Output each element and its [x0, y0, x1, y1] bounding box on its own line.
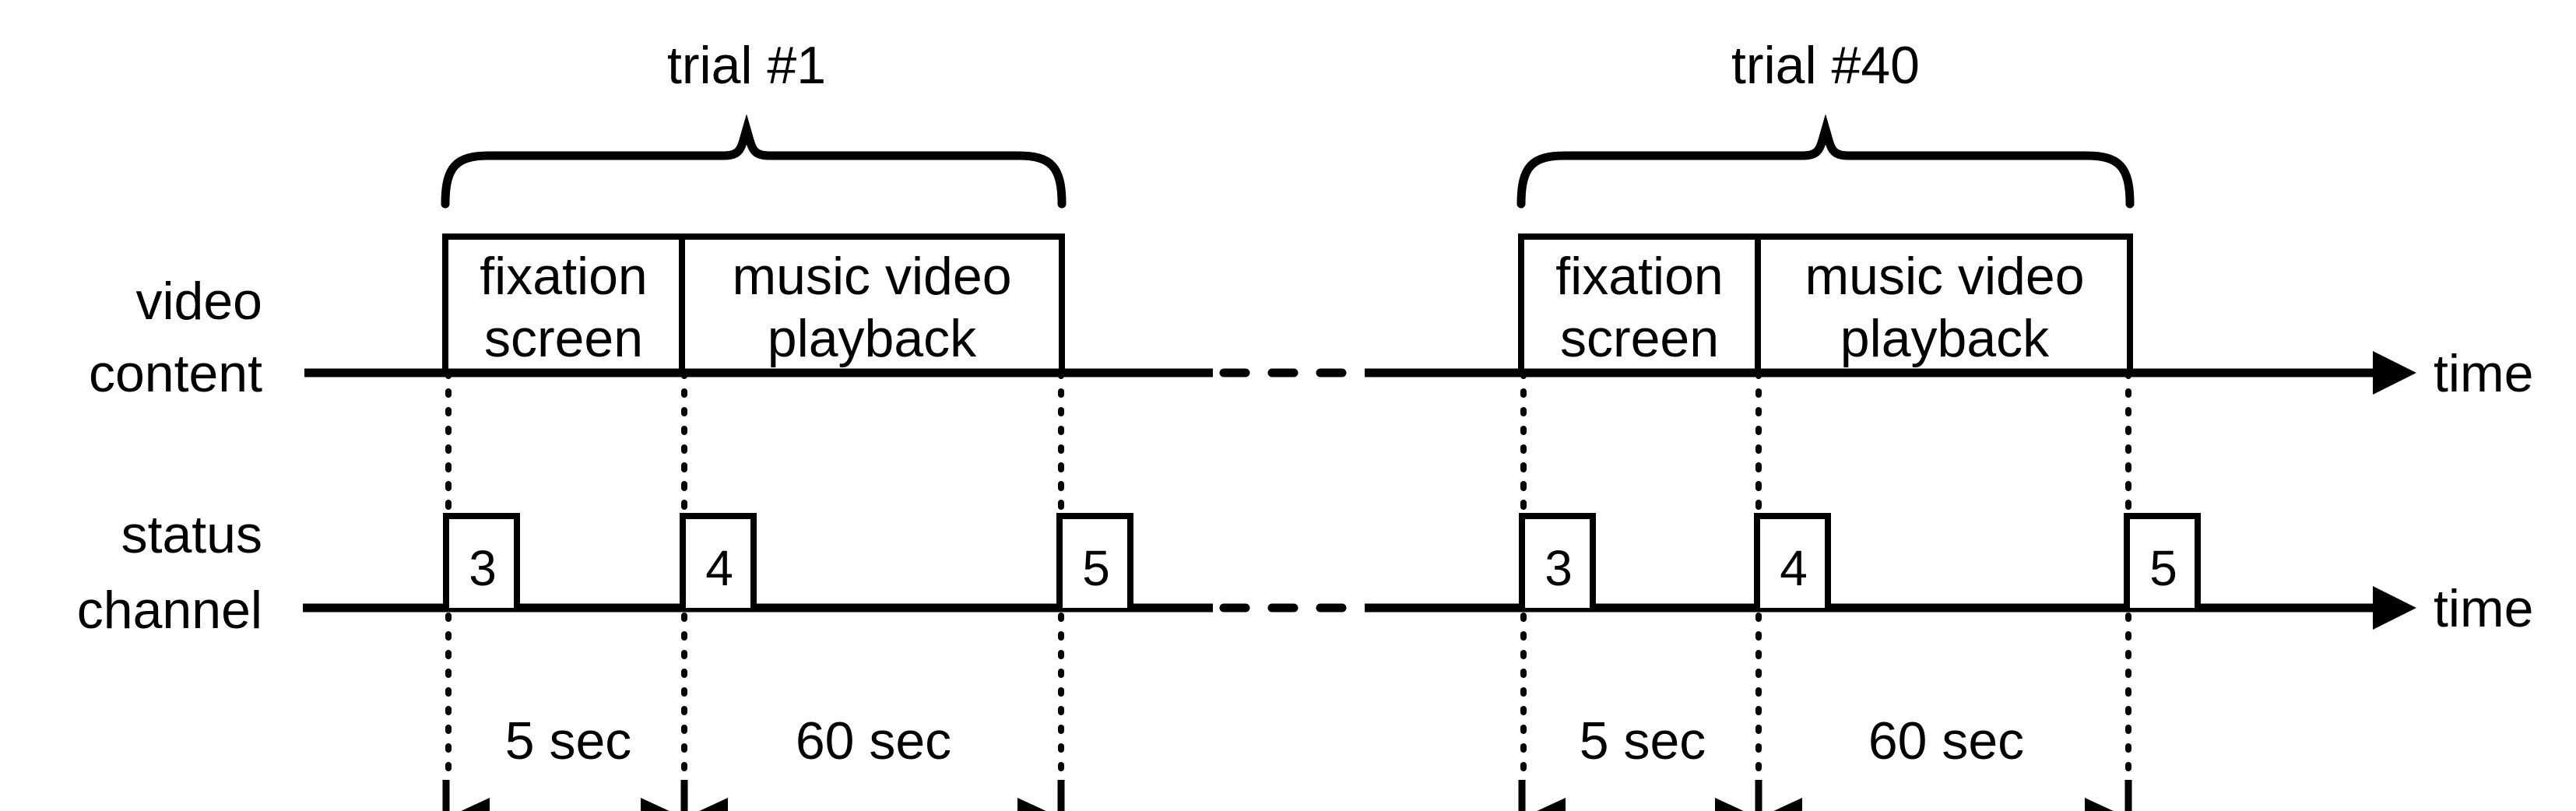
- trial-1-pulse-4-box: [680, 513, 757, 608]
- trial-40-phase-playback: music video playback: [1805, 247, 2084, 368]
- video-content-label-line2: content: [89, 344, 262, 403]
- trial-1-group: trial #1 fixation screen music video pla…: [441, 36, 1133, 811]
- trial-40-pulse-4-box: [1754, 513, 1831, 608]
- trial-1-phase-fixation: fixation screen: [480, 247, 647, 368]
- trial-1-dim-arrowhead-right2: [1017, 798, 1046, 811]
- trial-40-pulse-5-value: 5: [2149, 540, 2177, 596]
- trial-1-pulse-4-value: 4: [705, 540, 733, 596]
- video-axis-time-label: time: [2434, 344, 2533, 403]
- trial-40-phase-fixation: fixation screen: [1555, 247, 1723, 368]
- video-content-row-label: video content: [89, 272, 262, 403]
- trial-1-playback-label-line2: playback: [768, 309, 977, 368]
- video-axis-arrowhead: [2373, 351, 2416, 395]
- trial-40-fixation-label-line1: fixation: [1555, 247, 1723, 306]
- trial-40-pulse-4-value: 4: [1780, 540, 1808, 596]
- trial-40-status-pulse-3: 3: [1519, 513, 1596, 608]
- trial-40-dim-arrow-playback: [1773, 798, 2114, 811]
- trial-40-dim-arrowhead-left2: [1773, 798, 1802, 811]
- trial-1-pulse-3-value: 3: [469, 540, 497, 596]
- trial-1-fixation-label-line2: screen: [484, 309, 643, 368]
- trial-1-dim-arrowhead-left: [461, 798, 490, 811]
- trial-40-dim-arrowhead-right2: [2085, 798, 2114, 811]
- trial-40-fixation-duration: 5 sec: [1580, 711, 1706, 771]
- trial-40-brace: [1516, 114, 2135, 209]
- trial-1-playback-label-line1: music video: [732, 247, 1011, 306]
- trial-40-pulse-3-box: [1519, 513, 1596, 608]
- trial-1-video-block: [442, 233, 1065, 376]
- trial-1-pulse-5-value: 5: [1082, 540, 1110, 596]
- trial-1-pulse-5-box: [1056, 513, 1133, 608]
- trial-1-brace-label: trial #1: [667, 36, 826, 95]
- video-content-label-line1: video: [135, 272, 262, 331]
- trial-40-group: trial #40 fixation screen music video pl…: [1516, 36, 2201, 811]
- trial-40-dim-arrowhead-left: [1537, 798, 1566, 811]
- trial-1-fixation-label-line1: fixation: [480, 247, 647, 306]
- trial-1-fixation-duration: 5 sec: [505, 711, 632, 771]
- trial-1-dim-arrow-fixation: [461, 798, 669, 811]
- trial-40-playback-label-line1: music video: [1805, 247, 2084, 306]
- trial-1-playback-duration: 60 sec: [796, 711, 951, 771]
- status-channel-label-line2: channel: [77, 581, 262, 640]
- trial-40-playback-duration: 60 sec: [1868, 711, 2024, 771]
- trial-40-status-pulse-4: 4: [1754, 513, 1831, 608]
- trial-1-dim-arrow-playback: [699, 798, 1046, 811]
- trial-40-dim-arrow-fixation: [1537, 798, 1744, 811]
- status-channel-label-line1: status: [121, 505, 262, 564]
- trial-40-fixation-label-line2: screen: [1560, 309, 1719, 368]
- trial-40-video-block: [1518, 233, 2133, 376]
- trial-1-status-pulse-3: 3: [443, 513, 520, 608]
- trial-40-pulse-3-value: 3: [1545, 540, 1573, 596]
- trial-1-dim-arrowhead-right: [641, 798, 669, 811]
- trial-1-dim-arrowhead-left2: [699, 798, 728, 811]
- trial-40-status-pulse-5: 5: [2124, 513, 2201, 608]
- trial-1-pulse-3-box: [443, 513, 520, 608]
- trial-40-playback-label-line2: playback: [1840, 309, 2050, 368]
- status-axis-arrowhead: [2373, 586, 2416, 630]
- status-axis-time-label: time: [2434, 579, 2533, 638]
- trial-1-status-pulse-4: 4: [680, 513, 757, 608]
- trial-1-brace: [441, 114, 1067, 209]
- status-channel-row-label: status channel: [77, 505, 262, 640]
- trial-40-pulse-5-box: [2124, 513, 2201, 608]
- trial-40-dim-arrowhead-right: [1715, 798, 1744, 811]
- trial-1-phase-playback: music video playback: [732, 247, 1011, 368]
- trial-1-status-pulse-5: 5: [1056, 513, 1133, 608]
- trial-40-brace-label: trial #40: [1731, 36, 1920, 95]
